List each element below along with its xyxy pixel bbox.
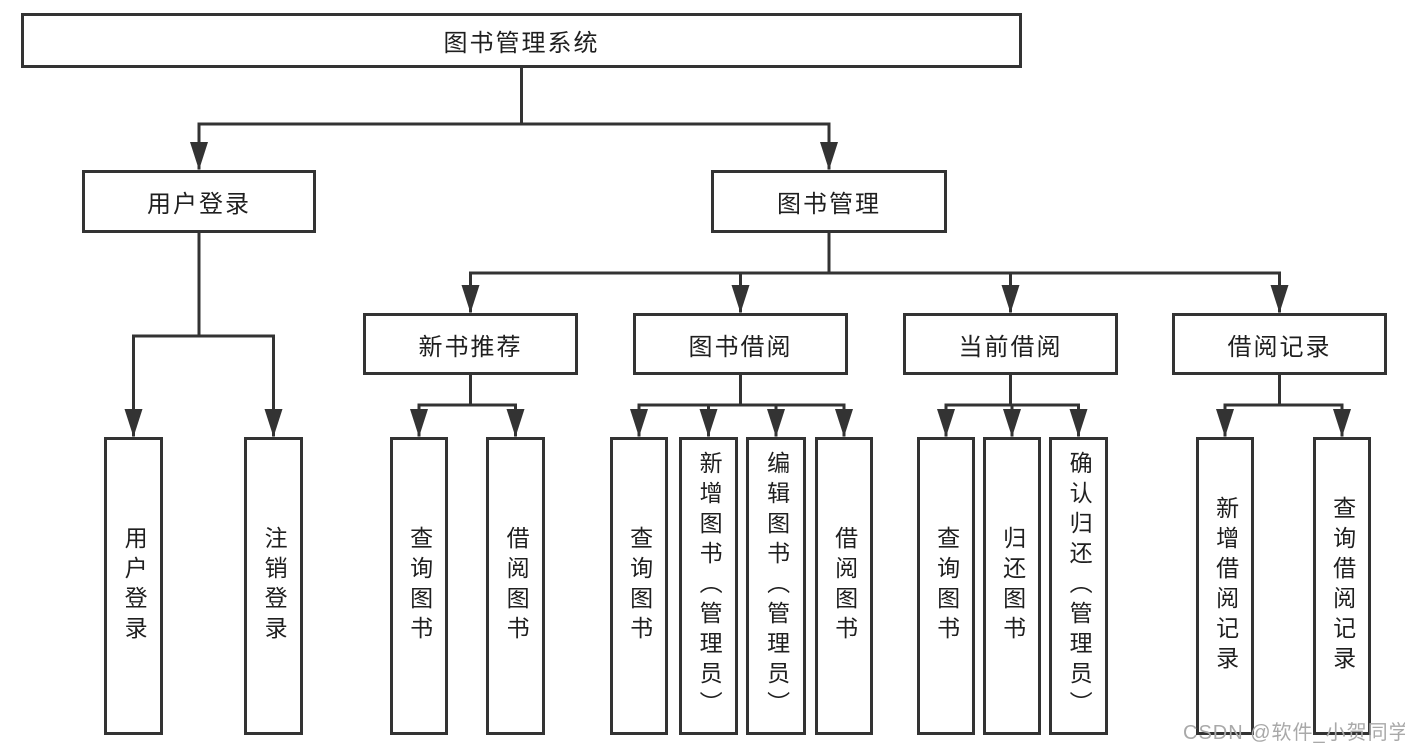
arrow-down-icon <box>461 285 480 313</box>
leaf-query-borrow-record: 查询借阅记录 <box>1313 437 1371 735</box>
arrow-down-icon <box>835 409 853 437</box>
leaf-label: 借阅图书 <box>831 526 858 646</box>
node-book-management: 图书管理 <box>711 170 947 233</box>
leaf-label: 归还图书 <box>999 526 1026 646</box>
leaf-logout: 注销登录 <box>244 437 303 735</box>
arrow-down-icon <box>506 409 525 437</box>
arrow-down-icon <box>1003 409 1021 437</box>
leaf-return-book: 归还图书 <box>983 437 1041 735</box>
leaf-label: 查询借阅记录 <box>1329 496 1356 676</box>
leaf-label: 新增图书（管理员） <box>696 451 723 721</box>
arrow-down-icon <box>731 285 750 313</box>
leaf-borrow-book-recommend: 借阅图书 <box>486 437 545 735</box>
leaf-query-book-recommend: 查询图书 <box>390 437 448 735</box>
leaf-label: 借阅图书 <box>503 526 530 646</box>
leaf-add-book-admin: 新增图书（管理员） <box>679 437 738 735</box>
arrow-down-icon <box>1069 409 1088 437</box>
arrow-down-icon <box>820 142 838 170</box>
leaf-label: 编辑图书（管理员） <box>763 451 790 721</box>
node-user-login: 用户登录 <box>82 170 316 233</box>
node-book-borrowing: 图书借阅 <box>633 313 848 375</box>
arrowheads <box>124 142 1351 437</box>
arrow-down-icon <box>1001 285 1020 313</box>
leaf-borrow-book-borrowing: 借阅图书 <box>815 437 873 735</box>
arrow-down-icon <box>264 409 283 437</box>
leaf-query-book-borrowing: 查询图书 <box>610 437 668 735</box>
arrow-down-icon <box>410 409 428 437</box>
node-borrowing-records: 借阅记录 <box>1172 313 1387 375</box>
node-current-borrowing: 当前借阅 <box>903 313 1118 375</box>
arrow-down-icon <box>767 409 785 437</box>
arrow-down-icon <box>1270 285 1289 313</box>
arrow-down-icon <box>937 409 955 437</box>
arrow-down-icon <box>124 409 143 437</box>
csdn-watermark: CSDN @软件_小贺同学 <box>1183 722 1405 744</box>
leaf-label: 确认归还（管理员） <box>1066 451 1093 721</box>
leaf-label: 查询图书 <box>933 526 960 646</box>
leaf-confirm-return-admin: 确认归还（管理员） <box>1049 437 1108 735</box>
leaf-query-book-current: 查询图书 <box>917 437 975 735</box>
node-new-book-recommend: 新书推荐 <box>363 313 578 375</box>
tree-connector-lines <box>132 66 1344 437</box>
arrow-down-icon <box>630 409 648 437</box>
node-root-library-system: 图书管理系统 <box>21 13 1022 68</box>
leaf-label: 查询图书 <box>626 526 653 646</box>
leaf-label: 注销登录 <box>261 526 288 646</box>
leaf-edit-book-admin: 编辑图书（管理员） <box>746 437 806 735</box>
leaf-user-login: 用户登录 <box>104 437 163 735</box>
leaf-label: 新增借阅记录 <box>1212 496 1239 676</box>
arrow-down-icon <box>190 142 208 170</box>
leaf-label: 用户登录 <box>121 526 148 646</box>
arrow-down-icon <box>1216 409 1234 437</box>
leaf-label: 查询图书 <box>406 526 433 646</box>
arrow-down-icon <box>1333 409 1351 437</box>
arrow-down-icon <box>699 409 718 437</box>
leaf-add-borrow-record: 新增借阅记录 <box>1196 437 1254 735</box>
